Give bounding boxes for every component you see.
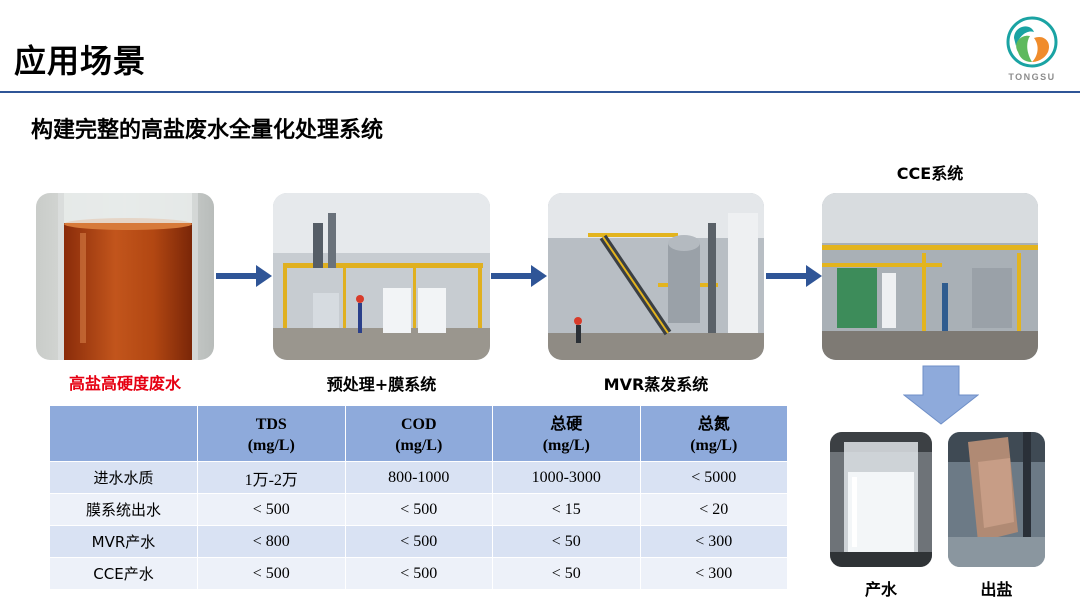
- output-caption-water: 产水: [864, 580, 897, 599]
- table-header-hardness: 总硬(mg/L): [492, 405, 641, 462]
- table-cell: < 500: [344, 525, 493, 558]
- table-row: CCE产水 < 500 < 500 < 50 < 300: [49, 557, 788, 590]
- flow-arrow-right-icon: [216, 265, 272, 287]
- cce-system-plant-photo: [822, 193, 1038, 360]
- flow-arrow-right-icon: [766, 265, 822, 287]
- table-header-nitrogen: 总氮(mg/L): [639, 405, 788, 462]
- flow-arrow-down-icon: [903, 365, 979, 425]
- table-header-row: TDS(mg/L) COD(mg/L) 总硬(mg/L) 总氮(mg/L): [49, 405, 788, 462]
- row-label: 进水水质: [49, 461, 198, 494]
- table-row: 膜系统出水 < 500 < 500 < 15 < 20: [49, 493, 788, 526]
- table-cell: < 500: [197, 493, 346, 526]
- table-cell: < 5000: [639, 461, 788, 494]
- table-cell: < 800: [197, 525, 346, 558]
- row-label: CCE产水: [49, 557, 198, 590]
- table-header-cod: COD(mg/L): [344, 405, 493, 462]
- stage-caption-pretreatment: 预处理+膜系统: [326, 375, 437, 394]
- page-title: 应用场景: [14, 42, 147, 80]
- title-divider: [0, 91, 1080, 93]
- table-cell: < 20: [639, 493, 788, 526]
- table-cell: < 500: [197, 557, 346, 590]
- table-cell: < 50: [492, 525, 641, 558]
- table-cell: 1万-2万: [197, 461, 346, 494]
- table-header-cell: [49, 405, 198, 462]
- table-cell: < 50: [492, 557, 641, 590]
- table-row: MVR产水 < 800 < 500 < 50 < 300: [49, 525, 788, 558]
- flow-arrow-right-icon: [491, 265, 547, 287]
- stage-caption-mvr: MVR蒸发系统: [603, 375, 709, 394]
- pretreatment-membrane-plant-photo: [273, 193, 490, 360]
- logo-text: TONGSU: [1008, 72, 1056, 82]
- table-row: 进水水质 1万-2万 800-1000 1000-3000 < 5000: [49, 461, 788, 494]
- stage-caption-cce: CCE系统: [896, 164, 964, 183]
- table-cell: < 300: [639, 557, 788, 590]
- water-quality-table: TDS(mg/L) COD(mg/L) 总硬(mg/L) 总氮(mg/L) 进水…: [49, 405, 788, 590]
- table-cell: < 500: [344, 557, 493, 590]
- table-cell: 1000-3000: [492, 461, 641, 494]
- row-label: MVR产水: [49, 525, 198, 558]
- table-header-tds: TDS(mg/L): [197, 405, 346, 462]
- table-cell: < 500: [344, 493, 493, 526]
- output-caption-salt: 出盐: [980, 580, 1013, 599]
- section-subtitle: 构建完整的高盐废水全量化处理系统: [31, 118, 384, 143]
- orange-wastewater-beaker-photo: [36, 193, 214, 360]
- clear-water-beaker-photo: [830, 432, 932, 567]
- tongsu-logo: [1000, 12, 1064, 88]
- table-cell: < 300: [639, 525, 788, 558]
- stage-caption-wastewater: 高盐高硬度废水: [68, 374, 181, 393]
- row-label: 膜系统出水: [49, 493, 198, 526]
- logo-emblem-icon: [1006, 16, 1058, 68]
- mvr-evaporator-plant-photo: [548, 193, 764, 360]
- table-cell: < 15: [492, 493, 641, 526]
- table-cell: 800-1000: [344, 461, 493, 494]
- salt-cake-photo: [948, 432, 1045, 567]
